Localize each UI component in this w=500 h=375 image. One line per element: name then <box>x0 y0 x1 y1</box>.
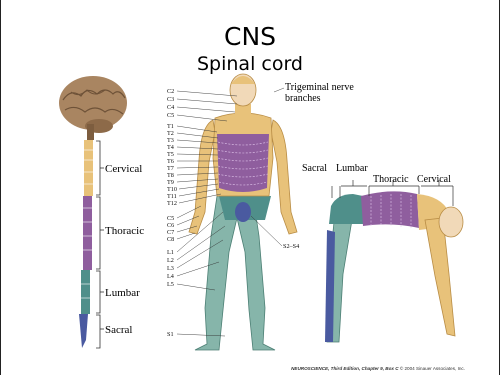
label-sacral: Sacral <box>105 324 132 336</box>
cord-thoracic-segment <box>83 196 92 270</box>
right-arm <box>271 120 297 234</box>
label-c5: C5 <box>167 112 174 119</box>
label-c7: C7 <box>167 229 174 236</box>
label-l4: L4 <box>167 273 174 280</box>
label-c5-arm: C5 <box>167 215 174 222</box>
label-t11: T11 <box>167 193 177 200</box>
label-c6: C6 <box>167 222 174 229</box>
label-thoracic: Thoracic <box>105 225 144 237</box>
sacral-region <box>235 202 251 222</box>
label-t1: T1 <box>167 123 174 130</box>
label-lumbar: Lumbar <box>105 287 140 299</box>
figure-credit: NEUROSCIENCE, Third Edition, Chapter 9, … <box>291 366 465 371</box>
cord-sacral-segment <box>79 314 88 348</box>
label-s2-s4: S2–S4 <box>283 243 299 250</box>
label-t2: T2 <box>167 130 174 137</box>
trigeminal-label-1: Trigeminal nerve <box>285 82 354 93</box>
label-c8: C8 <box>167 236 174 243</box>
label-t5: T5 <box>167 151 174 158</box>
side-label-cervical: Cervical <box>417 174 451 185</box>
side-label-lumbar: Lumbar <box>336 163 368 174</box>
label-t12: T12 <box>167 200 177 207</box>
side-body-figure <box>325 191 463 342</box>
label-t10: T10 <box>167 186 177 193</box>
label-t9: T9 <box>167 179 174 186</box>
label-t4: T4 <box>167 144 174 151</box>
label-c2: C2 <box>167 88 174 95</box>
side-label-sacral: Sacral <box>302 163 327 174</box>
credit-book: NEUROSCIENCE, Third Edition, Chapter 9, … <box>291 366 398 371</box>
brain-icon <box>59 76 127 140</box>
cord-cervical-segment <box>84 140 93 196</box>
side-label-thoracic: Thoracic <box>373 174 409 185</box>
spinal-cord <box>79 140 93 348</box>
label-s1: S1 <box>167 331 174 338</box>
label-l1: L1 <box>167 249 174 256</box>
cord-brackets <box>96 141 104 348</box>
label-cervical: Cervical <box>105 163 142 175</box>
trigeminal-label-2: branches <box>285 93 321 104</box>
label-t7: T7 <box>167 165 174 172</box>
label-t6: T6 <box>167 158 174 165</box>
front-body-figure <box>189 74 297 350</box>
label-l2: L2 <box>167 257 174 264</box>
label-t8: T8 <box>167 172 174 179</box>
label-c4: C4 <box>167 104 174 111</box>
cord-lumbar-segment <box>81 270 90 314</box>
label-l5: L5 <box>167 281 174 288</box>
label-l3: L3 <box>167 265 174 272</box>
label-t3: T3 <box>167 137 174 144</box>
label-c3: C3 <box>167 96 174 103</box>
credit-rights: © 2004 Sinauer Associates, Inc. <box>400 366 465 371</box>
